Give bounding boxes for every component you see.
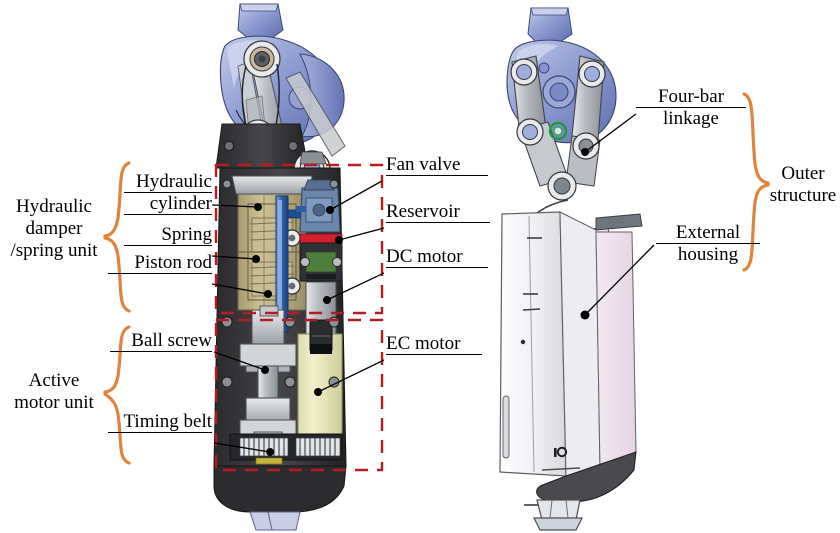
callout-line-1: Hydraulic [124, 171, 212, 193]
distal-shell [213, 465, 347, 513]
callout-line-2: housing [677, 244, 739, 265]
callout-timing-belt: Timing belt [108, 411, 212, 433]
group-label-line-2: structure [769, 185, 837, 206]
right-assembly-drawing [499, 7, 643, 531]
pyramid-adapter-top-right [527, 7, 573, 43]
callout-piston-rod: Piston rod [108, 252, 212, 274]
left-assembly-drawing [213, 3, 347, 531]
timing-belt-component [229, 433, 343, 465]
dc-motor-component [296, 179, 341, 233]
callout-ec-motor: EC motor [386, 333, 482, 355]
group-label-line-1: Hydraulic [16, 196, 92, 217]
upper-strut [595, 213, 643, 231]
callout-fan-valve: Fan valve [386, 154, 488, 176]
callout-line-1: Ball screw [110, 330, 212, 352]
callout-reservoir: Reservoir [386, 201, 490, 223]
leader-lines-right [580, 113, 655, 320]
group-label-line-2: damper [25, 218, 83, 239]
piston-rod-component [259, 305, 279, 317]
callout-dc-motor: DC motor [386, 246, 488, 268]
callout-line-2: linkage [663, 108, 719, 129]
callout-line-1: DC motor [386, 246, 488, 268]
callout-spring: Spring [124, 224, 212, 246]
callout-hydraulic-cylinder: Hydraulic cylinder [124, 171, 212, 215]
external-housing-component [499, 211, 637, 506]
housing-slot [502, 395, 510, 459]
callout-line-1: Reservoir [386, 201, 490, 223]
group-label-line-3: /spring unit [10, 240, 98, 261]
brace-active-motor-unit [103, 325, 131, 465]
linkage-bearings [510, 58, 606, 201]
brace-hydraulic-damper-spring-unit [103, 161, 131, 313]
bottom-pyramid-adapter [249, 511, 301, 531]
group-label-hydraulic-damper-spring-unit: Hydraulic damper /spring unit [2, 196, 106, 262]
callout-four-bar-linkage: Four-bar linkage [636, 86, 746, 129]
ec-motor-component [297, 319, 343, 443]
group-label-line-1: Active [28, 370, 80, 391]
callout-external-housing: External housing [656, 222, 760, 265]
controller-board [299, 233, 343, 282]
callout-line-1: External [656, 222, 760, 244]
bottom-adapter-right [533, 499, 583, 531]
callout-line-1: Piston rod [108, 252, 212, 274]
pyramid-adapter-top [237, 3, 284, 39]
cylinder-top-cap [231, 175, 313, 195]
bearing-upper [243, 40, 281, 78]
group-label-outer-structure: Outer structure [766, 163, 840, 207]
four-bar-linkage-component [510, 55, 606, 201]
callout-line-2: cylinder [124, 193, 212, 215]
group-label-line-1: Outer [781, 163, 825, 184]
housing-io-marks [554, 446, 568, 458]
highlight-box-hydraulic-unit [214, 163, 384, 315]
callout-line-1: Spring [124, 224, 212, 246]
callout-line-1: Timing belt [108, 411, 212, 433]
highlight-box-motor-unit [214, 318, 384, 472]
callout-line-1: EC motor [386, 333, 482, 355]
green-seal-ring [548, 121, 568, 141]
leader-lines-left [211, 180, 385, 456]
callout-line-1: Fan valve [386, 154, 488, 176]
brace-outer-structure [742, 92, 770, 272]
callout-ball-screw: Ball screw [110, 330, 212, 352]
group-label-active-motor-unit: Active motor unit [2, 370, 106, 414]
housing-markings [522, 237, 542, 311]
callout-line-1: Four-bar [636, 86, 746, 108]
group-label-line-2: motor unit [14, 392, 94, 413]
